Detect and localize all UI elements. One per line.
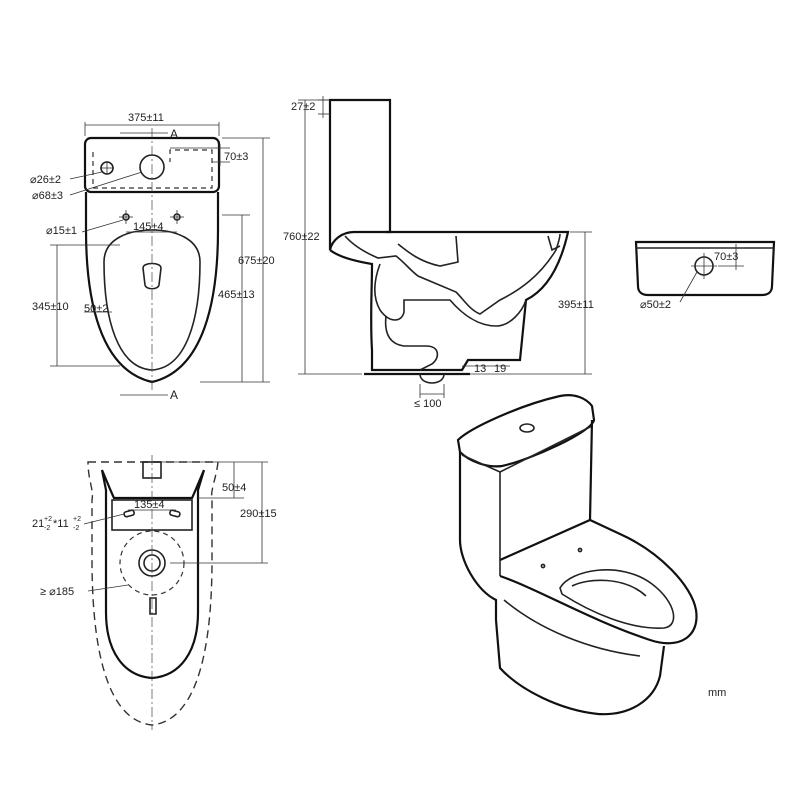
slot-left	[123, 509, 135, 518]
dim-slot-tol-b2: -2	[73, 525, 79, 532]
dim-small-hole: ⌀26±2	[30, 174, 61, 186]
dim-seat-length: 345±10	[32, 301, 69, 313]
flush-button	[519, 423, 535, 433]
dim-slot-tol-b: +2	[73, 516, 81, 523]
units-label: mm	[708, 687, 726, 699]
tank-front-outline	[634, 240, 776, 297]
bowl-opening	[559, 569, 675, 629]
seat-opening	[103, 229, 201, 371]
dim-hole-offset: 70±3	[224, 151, 248, 163]
tank-left-side	[458, 452, 498, 620]
dim-seat-width: 50±2	[84, 303, 108, 315]
dim-floor-gap: 13	[474, 363, 486, 375]
dim-flush-hole: ⌀68±3	[32, 190, 63, 202]
dim-bottom-offset: 50±4	[222, 482, 246, 494]
bottom-foot-outline	[100, 469, 206, 680]
section-mark-top: A	[170, 127, 178, 141]
trap-lower	[384, 315, 439, 371]
bowl-body-section	[329, 230, 570, 372]
dim-slot-tol-a: +2	[44, 516, 52, 523]
dim-total-height: 760±22	[283, 231, 320, 243]
dim-outlet-diameter: ≥ ⌀185	[40, 586, 74, 598]
dim-fix-hole: ⌀15±1	[46, 225, 77, 237]
top-view: A A 375±11 70±3 ⌀26±2 ⌀68±3 ⌀15±1 145±4 …	[30, 112, 275, 402]
outlet-spigot	[419, 373, 445, 384]
dim-slot-sep: *11	[53, 518, 69, 530]
pedestal	[494, 619, 666, 716]
dim-bottom-fix-spacing: 135±4	[134, 499, 165, 511]
dim-total-length: 675±20	[238, 255, 275, 267]
tank-inner-dashed	[92, 149, 213, 189]
tank-lid	[456, 394, 596, 468]
side-section-view: 27±2 760±22 395±11 13 19 ≤ 100	[283, 96, 594, 410]
dim-fix-spacing: 145±4	[133, 221, 164, 233]
rim-lip	[547, 235, 561, 252]
dim-tank-hole-offset: 70±3	[714, 251, 738, 263]
dim-tank-top: 27±2	[291, 101, 315, 113]
tank-right-side	[588, 419, 594, 521]
dim-slot-a: 21	[32, 518, 44, 530]
section-mark-bottom: A	[170, 388, 178, 402]
dim-width: 375±11	[128, 112, 164, 124]
bottom-outer-dashed	[87, 461, 219, 726]
slot-right	[169, 509, 181, 518]
dim-outlet-max: ≤ 100	[414, 398, 441, 410]
dim-outlet-distance: 290±15	[240, 508, 277, 520]
trap-upper	[373, 263, 527, 327]
dim-bowl-length: 465±13	[218, 289, 255, 301]
dim-floor-gap-2: 19	[494, 363, 506, 375]
tank-front-view: 70±3 ⌀50±2	[634, 240, 776, 311]
dim-slot-tol-a2: -2	[44, 525, 50, 532]
bowl-inner-line	[344, 233, 561, 315]
bottom-view: 135±4 50±4 290±15 21 +2 -2 *11 +2 -2 ≥ ⌀…	[32, 455, 277, 730]
perspective-view: mm	[456, 394, 726, 716]
tank-section	[328, 98, 392, 251]
rim-channel	[397, 235, 459, 267]
drain-outline	[142, 262, 162, 290]
bowl-rim	[499, 518, 698, 645]
bottom-nub	[149, 597, 157, 615]
dim-tank-hole-diameter: ⌀50±2	[640, 299, 671, 311]
dim-rim-height: 395±11	[558, 299, 594, 311]
